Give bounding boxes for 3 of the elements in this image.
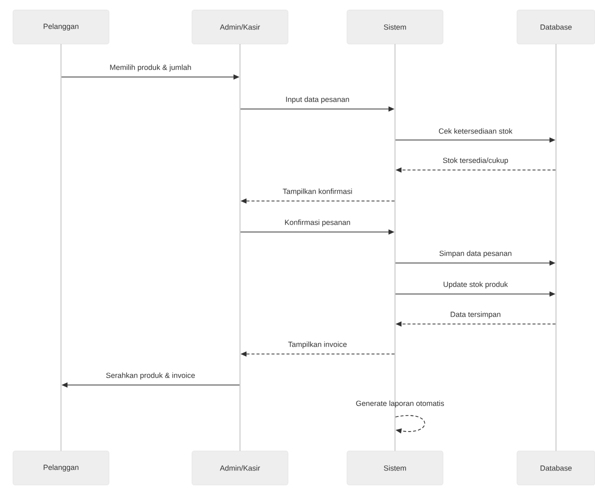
lifeline [60, 44, 62, 451]
self-message-arrow [395, 415, 426, 434]
lifeline [394, 44, 396, 451]
